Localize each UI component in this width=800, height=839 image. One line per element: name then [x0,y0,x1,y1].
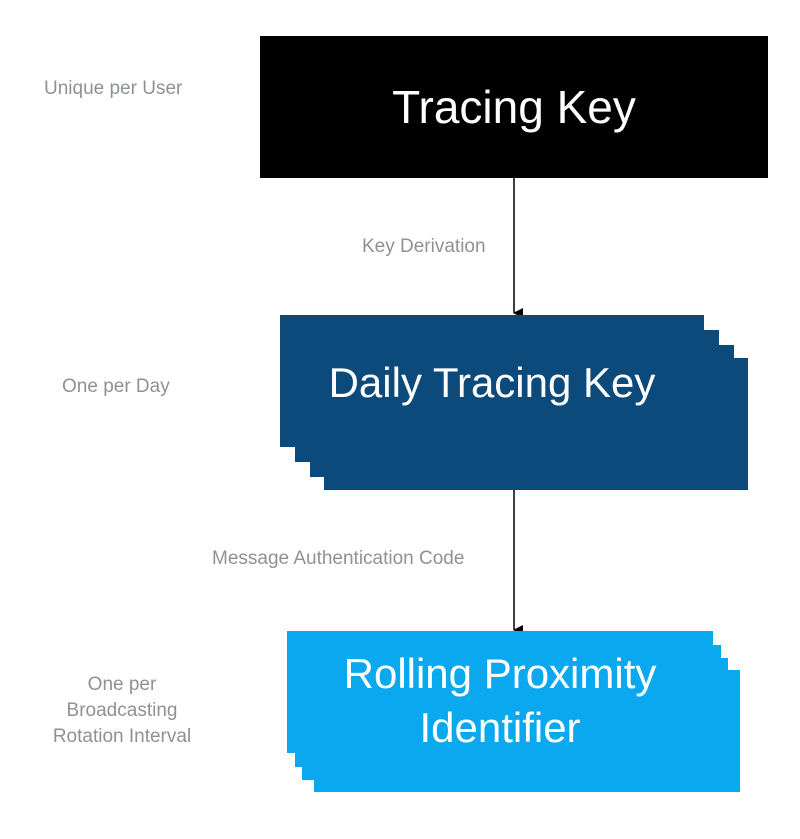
side-label-line: Rotation Interval [52,726,192,747]
side-label-one-per-day: One per Day [62,376,170,397]
side-label-one-per-rotation: One per Broadcasting Rotation Interval [44,672,200,750]
node-tracing-key: Tracing Key [260,36,768,178]
side-label-unique-per-user: Unique per User [44,78,183,99]
node-rolling-proximity-identifier: Rolling Proximity Identifier [287,631,713,753]
side-label-line: Broadcasting [66,700,178,721]
node-title: Daily Tracing Key [328,359,656,406]
node-title-line: Identifier [419,704,581,751]
node-daily-tracing-key: Daily Tracing Key [280,315,704,447]
edge-label-message-authentication-code: Message Authentication Code [212,548,465,569]
node-title-line: Rolling Proximity [343,650,657,697]
node-title: Rolling Proximity Identifier [287,647,713,755]
node-title: Tracing Key [392,81,636,133]
edge-label-key-derivation: Key Derivation [362,236,486,257]
side-label-line: One per [87,674,157,695]
